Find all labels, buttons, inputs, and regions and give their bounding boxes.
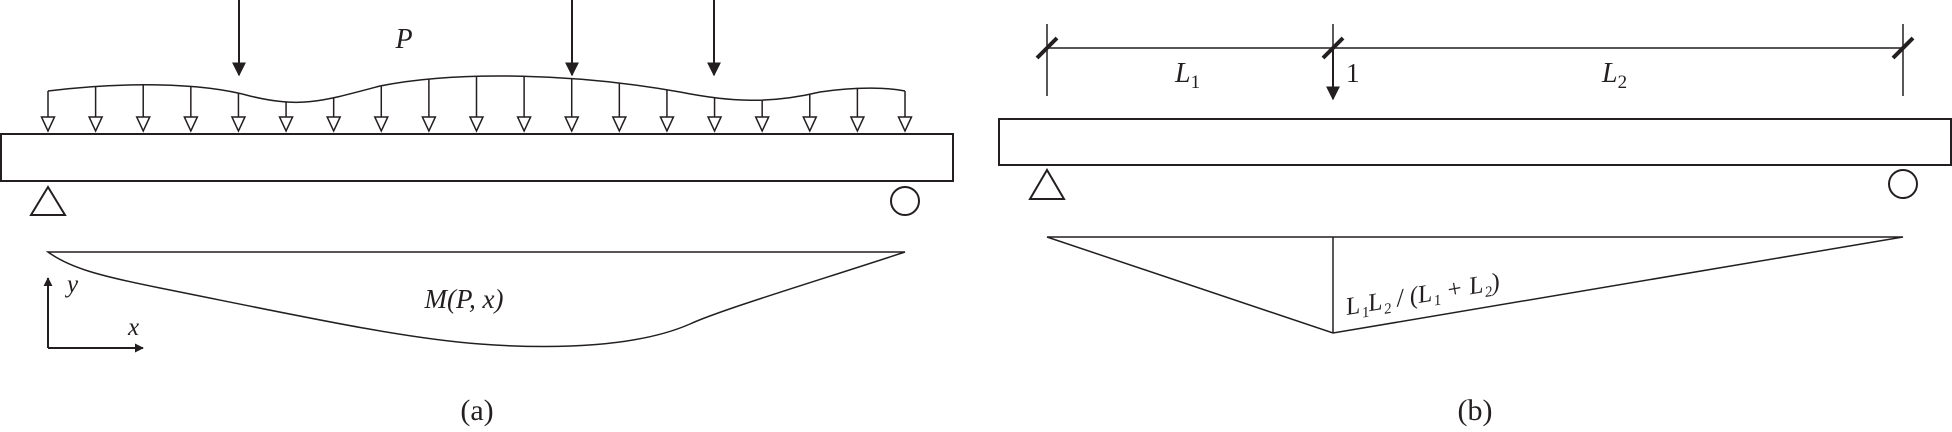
moment-diagram-a [45, 251, 906, 348]
beam-a [0, 133, 954, 182]
distributed-load-arrow-head [87, 116, 104, 133]
roller-support-b [1888, 169, 1918, 199]
moment-label: M(P, x) [424, 284, 504, 314]
panel-a: P M(P, x) y x (a) [0, 0, 954, 427]
distributed-load-arrow-head [706, 116, 723, 133]
distributed-load-arrow-head [659, 116, 675, 133]
distributed-load-arrow-head [516, 116, 532, 133]
span-left-label: L1 [1174, 58, 1200, 93]
distributed-load-arrow-head [754, 116, 770, 133]
distributed-load-envelope [47, 75, 906, 104]
roller-support-a [890, 186, 920, 216]
dimension-slash-right [1891, 36, 1915, 60]
dimension-slash-left [1035, 36, 1059, 60]
pin-support-a [29, 185, 67, 216]
distributed-load-arrow-head [373, 116, 389, 133]
unit-load-label: 1 [1346, 58, 1360, 88]
distributed-load-arrow-head [897, 116, 913, 133]
distributed-load-arrow-head [611, 116, 628, 133]
distributed-load-arrow-head [564, 116, 580, 133]
panel-b: L1 L2 1 L₁L₂ / (L₁ + L₂) (b) [998, 24, 1952, 427]
axis-y-label: y [64, 271, 79, 298]
caption-a: (a) [460, 394, 493, 427]
span-right-label: L2 [1601, 58, 1627, 93]
pin-support-b [1028, 168, 1066, 200]
distributed-load-arrow-head [802, 116, 818, 133]
influence-line-diagram [1046, 236, 1904, 334]
distributed-load-arrow-head [278, 116, 294, 133]
distributed-load-arrow-head [849, 116, 866, 133]
distributed-load-arrows [40, 76, 913, 133]
axis-x-label: x [127, 314, 139, 341]
beam-b [998, 118, 1952, 166]
ordinate-label: L₁L₂ / (L₁ + L₂) [1343, 269, 1502, 322]
distributed-load-arrow-head [468, 116, 485, 133]
distributed-load-arrow-head [40, 116, 56, 133]
distributed-load-arrow-head [183, 116, 199, 133]
load-label-p: P [394, 24, 412, 55]
caption-b: (b) [1458, 394, 1493, 427]
distributed-load-arrow-head [421, 116, 437, 133]
distributed-load-arrow-head [135, 116, 151, 133]
distributed-load-arrow-head [325, 116, 342, 133]
distributed-load-arrow-head [230, 116, 247, 133]
